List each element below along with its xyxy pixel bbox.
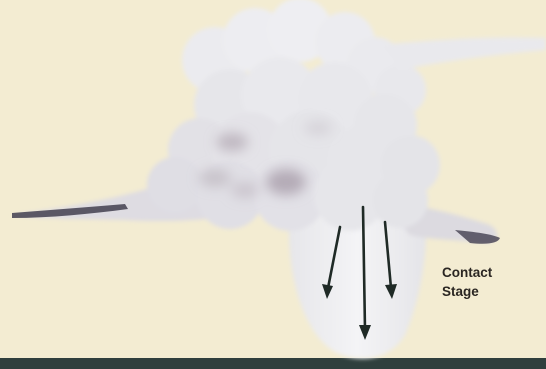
bottom-border (0, 358, 546, 369)
label-line-1: Contact (442, 263, 492, 282)
label-line-2: Stage (442, 282, 492, 301)
contact-stage-label: Contact Stage (442, 263, 492, 301)
